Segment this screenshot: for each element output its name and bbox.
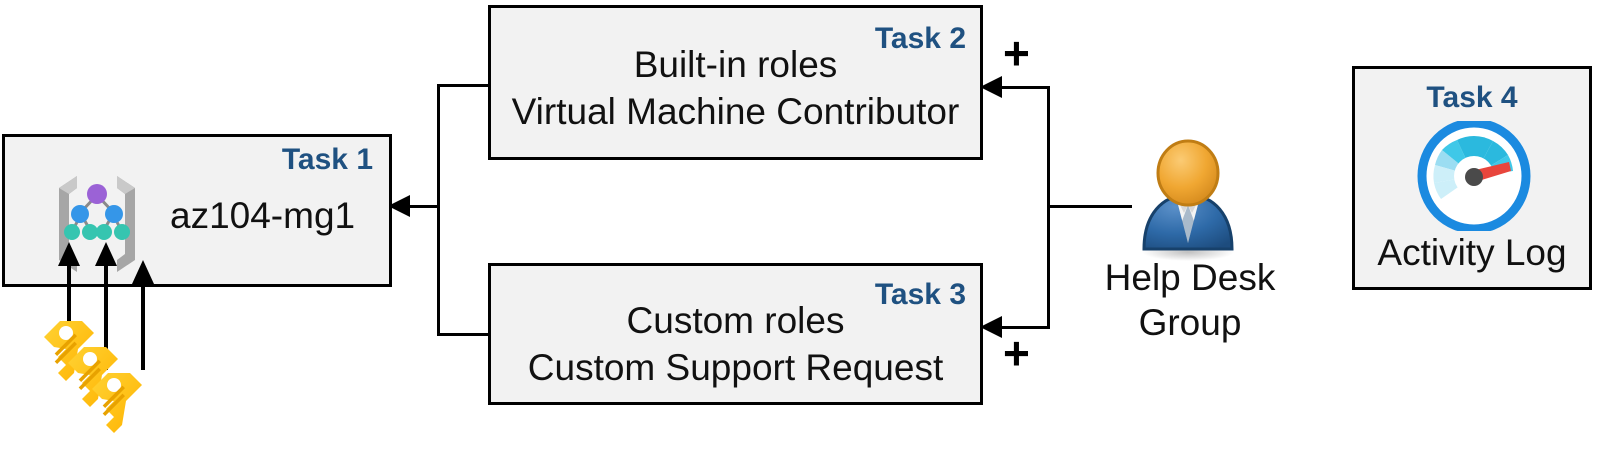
connector-bracket-to-task1 [405, 205, 440, 208]
connector-group-spine [1047, 86, 1050, 329]
task1-text: az104-mg1 [170, 195, 356, 236]
help-desk-group-caption: Help Desk Group [1075, 255, 1305, 345]
plus-sign-bottom: + [1003, 327, 1030, 379]
management-group-icon [47, 168, 147, 274]
task4-box[interactable]: Task 4 [1352, 66, 1592, 290]
task4-label: Task 4 [1426, 81, 1518, 114]
activity-log-gauge-icon [1415, 118, 1533, 234]
task2-label: Task 2 [874, 22, 966, 55]
user-group-icon [1128, 139, 1248, 264]
task3-line2: Custom Support Request [527, 347, 944, 388]
task2-box[interactable]: Task 2 Built-in roles Virtual Machine Co… [488, 5, 983, 160]
help-desk-group-line2: Group [1138, 302, 1242, 343]
task1-label: Task 1 [281, 143, 373, 176]
task3-label: Task 3 [874, 278, 966, 311]
task2-line2: Virtual Machine Contributor [511, 91, 960, 132]
connector-bracket-spine [437, 84, 440, 336]
keys-icon [30, 315, 155, 449]
plus-sign-top: + [1003, 27, 1030, 79]
arrowhead-to-task1 [388, 195, 410, 217]
task3-box[interactable]: Task 3 Custom roles Custom Support Reque… [488, 263, 983, 405]
help-desk-group-line1: Help Desk [1104, 257, 1276, 298]
task2-line1: Built-in roles [633, 44, 838, 85]
task3-line1: Custom roles [626, 300, 845, 341]
connector-group-stub [1047, 205, 1132, 208]
connector-group-to-task2 [1000, 86, 1050, 89]
arrowhead-to-task3 [980, 316, 1002, 338]
connector-task3-to-bracket [437, 333, 491, 336]
connector-task2-to-bracket [437, 84, 491, 87]
task4-text: Activity Log [1377, 232, 1567, 273]
connector-group-to-task3 [1000, 326, 1050, 329]
arrowhead-to-task2 [980, 76, 1002, 98]
